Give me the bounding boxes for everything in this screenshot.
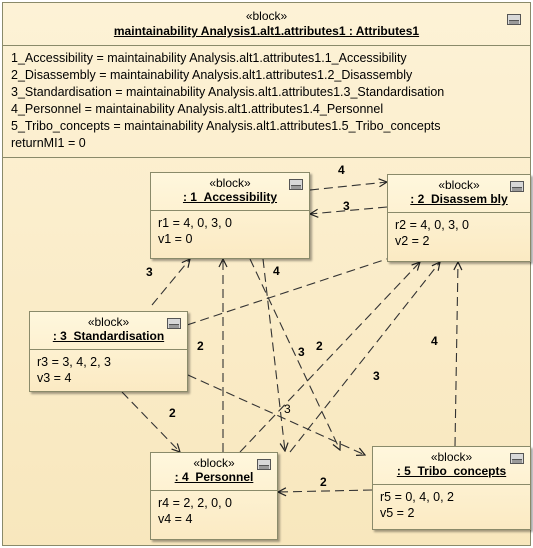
attribute-row: 1_Accessibility = maintainability Analys… [11,51,407,65]
connector-tribo-to-per[interactable] [278,490,373,492]
edge-label: 2 [316,339,323,353]
block-r-value: r3 = 3, 4, 2, 3 [37,355,112,369]
edge-label: 4 [338,163,345,177]
attribute-list: 1_Accessibility = maintainability Analys… [11,50,444,152]
block-icon [510,453,524,464]
block-v-value: v4 = 4 [158,512,193,526]
block-header: «block» : 1_Accessibility [151,173,309,211]
attribute-row: 4_Personnel = maintainability Analysis.a… [11,102,384,116]
block-stereotype: «block» [438,178,480,192]
block-header: «block» : 3_Standardisation [30,312,187,350]
block-accessibility[interactable]: «block» : 1_Accessibility r1 = 4, 0, 3, … [150,172,310,259]
connector-acc-to-per[interactable] [262,258,285,451]
block-icon [507,14,521,25]
block-tribo-concepts[interactable]: «block» : 5_Tribo_concepts r5 = 0, 4, 0,… [372,446,531,530]
edge-label: 4 [431,334,438,348]
outer-stereotype: «block» [245,9,288,23]
block-icon [289,179,303,190]
block-stereotype: «block» [193,456,235,470]
edge-label: 3 [284,402,291,416]
block-stereotype: «block» [87,315,130,329]
block-v-value: v1 = 0 [158,232,193,246]
edge-label: 2 [320,475,327,489]
outer-block-header: «block» maintainability Analysis1.alt1.a… [3,3,530,45]
edge-label: 2 [197,339,204,353]
block-r-value: r2 = 4, 0, 3, 0 [395,218,470,232]
connector-std-to-dis[interactable] [186,254,402,326]
block-values: r5 = 0, 4, 0, 2 v5 = 2 [380,489,454,521]
block-header: «block» : 2_Disassem bly [388,175,530,213]
block-standardisation[interactable]: «block» : 3_Standardisation r3 = 3, 4, 2… [29,311,188,392]
attribute-row: 5_Tribo_concepts = maintainability Analy… [11,119,441,133]
block-stereotype: «block» [209,176,251,190]
attribute-row: 2_Disassembly = maintainability Analysis… [11,68,413,82]
block-v-value: v3 = 4 [37,371,72,385]
edge-label: 3 [298,345,305,359]
block-r-value: r1 = 4, 0, 3, 0 [158,216,233,230]
connector-std-to-per[interactable] [121,391,180,452]
block-icon [257,459,271,470]
block-values: r3 = 3, 4, 2, 3 v3 = 4 [37,354,111,386]
header-divider [3,45,530,46]
block-values: r1 = 4, 0, 3, 0 v1 = 0 [158,215,232,247]
attribute-row: 3_Standardisation = maintainability Anal… [11,85,445,99]
block-v-value: v5 = 2 [380,506,415,520]
attribute-row: returnMI1 = 0 [11,136,86,150]
block-v-value: v2 = 2 [395,234,430,248]
connector-std-to-tribo[interactable] [187,374,365,455]
connector-tribo-to-dis[interactable] [455,262,458,447]
block-name: : 1_Accessibility [182,190,278,204]
edge-label: 3 [146,265,153,279]
block-personnel[interactable]: «block» : 4_Personnel r4 = 2, 2, 0, 0 v4… [150,452,278,540]
connector-dis-to-acc[interactable] [310,206,388,214]
connector-std-to-acc[interactable] [151,259,190,306]
outer-block-title: maintainability Analysis1.alt1.attribute… [113,24,420,38]
connector-acc-to-tribo[interactable] [249,258,340,450]
block-name: : 3_Standardisation [52,329,165,343]
block-r-value: r5 = 0, 4, 0, 2 [380,490,455,504]
block-name: : 5_Tribo_concepts [396,464,507,478]
block-icon [510,181,524,192]
block-stereotype: «block» [430,450,473,464]
edge-label: 2 [169,406,176,420]
block-values: r2 = 4, 0, 3, 0 v2 = 2 [395,217,469,249]
block-disassembly[interactable]: «block» : 2_Disassem bly r2 = 4, 0, 3, 0… [387,174,531,262]
edge-label: 3 [343,199,350,213]
connector-per-to-dis-b[interactable] [289,262,440,453]
block-header: «block» : 4_Personnel [151,453,277,491]
block-icon [167,318,181,329]
block-r-value: r4 = 2, 2, 0, 0 [158,496,233,510]
block-name: : 2_Disassem bly [410,192,508,206]
block-values: r4 = 2, 2, 0, 0 v4 = 4 [158,495,232,527]
block-name: : 4_Personnel [174,470,254,484]
attributes-divider [3,157,530,158]
block-header: «block» : 5_Tribo_concepts [373,447,530,485]
edge-label: 4 [273,264,280,278]
connector-per-to-dis[interactable] [239,262,420,453]
edge-label: 3 [373,369,380,383]
connector-acc-to-dis[interactable] [309,182,387,191]
